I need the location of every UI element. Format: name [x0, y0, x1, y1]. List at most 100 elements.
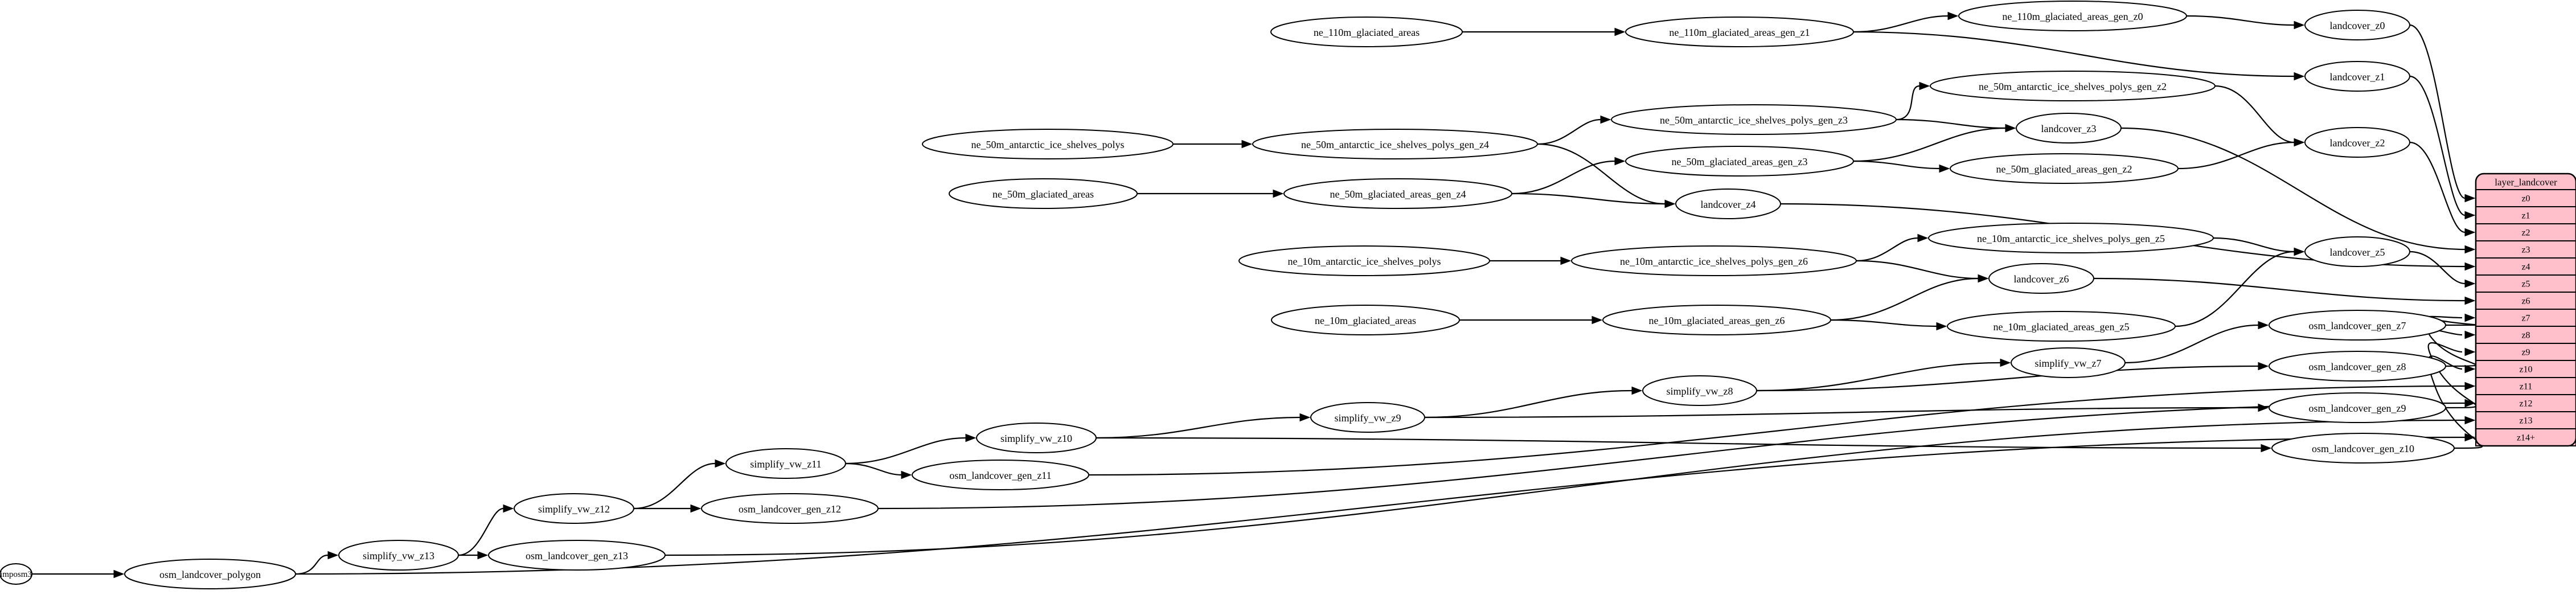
layer-table-row-z11[interactable]	[2475, 377, 2576, 395]
node-ne_10m_antarctic_ice_shelves_polys[interactable]	[1238, 245, 1490, 276]
node-landcover_z5[interactable]	[2304, 236, 2410, 267]
edge-arrowhead	[1631, 386, 1643, 395]
edge-ne_10m_antarctic_ice_shelves_polys_gen_z5-to-landcover_z5	[2213, 237, 2295, 253]
layer-table-row-label: z0	[2521, 194, 2530, 204]
node-label-ne_50m_antarctic_ice_shelves_polys_gen_z4: ne_50m_antarctic_ice_shelves_polys_gen_z…	[1301, 139, 1489, 150]
node-simplify_vw_z9[interactable]	[1310, 402, 1425, 433]
layer-table-row-label: z14+	[2517, 433, 2535, 443]
node-label-landcover_z2: landcover_z2	[2330, 137, 2385, 149]
node-simplify_vw_z12[interactable]	[514, 493, 634, 524]
edge-arrowhead	[2464, 245, 2476, 254]
edge-arrowhead	[1299, 413, 1311, 422]
edge-landcover_z1-to-layer_landcover-z1	[2409, 75, 2466, 216]
edge-arrowhead	[2464, 262, 2476, 271]
node-ne_10m_antarctic_ice_shelves_polys_gen_z5[interactable]	[1928, 223, 2214, 253]
node-label-simplify_vw_z7: simplify_vw_z7	[2035, 358, 2102, 369]
node-landcover_z4[interactable]	[1675, 188, 1781, 219]
node-ne_110m_glaciated_areas_gen_z1[interactable]	[1625, 17, 1854, 47]
layer-table-row-label: z13	[2519, 416, 2532, 426]
layer-table-row-label: z11	[2520, 382, 2533, 392]
node-simplify_vw_z10[interactable]	[976, 423, 1097, 453]
edge-arrowhead	[327, 551, 339, 560]
node-label-simplify_vw_z11: simplify_vw_z11	[750, 458, 821, 470]
node-ne_110m_glaciated_areas[interactable]	[1270, 17, 1463, 47]
node-osm_landcover_gen_z13[interactable]	[488, 540, 666, 571]
layer-table-row-label: z6	[2521, 297, 2530, 306]
edge-arrowhead	[1560, 256, 1572, 265]
node-ne_50m_antarctic_ice_shelves_polys[interactable]	[922, 129, 1174, 159]
node-ne_110m_glaciated_areas_gen_z0[interactable]	[1958, 1, 2187, 31]
node-label-ne_50m_antarctic_ice_shelves_polys: ne_50m_antarctic_ice_shelves_polys	[971, 139, 1125, 150]
edge-ne_50m_antarctic_ice_shelves_polys_gen_z4-to-ne_50m_antarctic_ice_shelves_polys_gen_z3	[1537, 118, 1601, 145]
edge-arrowhead	[2294, 138, 2305, 147]
node-label-landcover_z3: landcover_z3	[2041, 123, 2097, 134]
node-label-landcover_z0: landcover_z0	[2330, 20, 2385, 31]
node-label-simplify_vw_z8: simplify_vw_z8	[1667, 386, 1733, 397]
node-osm_landcover_gen_z12[interactable]	[701, 493, 879, 524]
node-ne_50m_glaciated_areas_gen_z4[interactable]	[1283, 178, 1512, 209]
node-ne_50m_glaciated_areas_gen_z3[interactable]	[1625, 146, 1854, 177]
node-label-landcover_z4: landcover_z4	[1701, 199, 1756, 210]
edge-arrowhead	[1614, 157, 1626, 166]
node-label-ne_110m_glaciated_areas_gen_z1: ne_110m_glaciated_areas_gen_z1	[1669, 27, 1810, 38]
node-label-simplify_vw_z13: simplify_vw_z13	[363, 550, 434, 561]
edge-ne_110m_glaciated_areas_gen_z1-to-ne_110m_glaciated_areas_gen_z0	[1853, 15, 1949, 33]
edge-arrowhead	[2464, 194, 2476, 203]
node-simplify_vw_z11[interactable]	[725, 448, 846, 479]
edge-arrowhead	[2464, 364, 2476, 374]
node-ne_10m_glaciated_areas_gen_z5[interactable]	[1947, 311, 2176, 342]
node-ne_50m_antarctic_ice_shelves_polys_gen_z4[interactable]	[1252, 129, 1538, 159]
node-osm_landcover_gen_z10[interactable]	[2271, 433, 2455, 464]
edge-arrowhead	[2000, 358, 2011, 367]
edge-arrowhead	[2464, 211, 2476, 220]
edge-arrowhead	[1939, 164, 1950, 173]
node-landcover_z6[interactable]	[1988, 263, 2094, 294]
node-osm_landcover_gen_z11[interactable]	[912, 460, 1089, 490]
edge-simplify_vw_z8-to-osm_landcover_gen_z8	[1756, 365, 2259, 392]
node-ne_50m_glaciated_areas_gen_z2[interactable]	[1950, 153, 2179, 184]
node-simplify_vw_z13[interactable]	[338, 540, 459, 571]
node-label-simplify_vw_z10: simplify_vw_z10	[1000, 433, 1072, 444]
node-label-ne_10m_antarctic_ice_shelves_polys_gen_z6: ne_10m_antarctic_ice_shelves_polys_gen_z…	[1620, 256, 1808, 267]
edge-simplify_vw_z13-to-simplify_vw_z12	[458, 507, 504, 556]
node-ne_50m_glaciated_areas[interactable]	[949, 178, 1138, 209]
edge-ne_50m_antarctic_ice_shelves_polys_gen_z2-to-landcover_z2	[2214, 85, 2295, 143]
node-label-ne_50m_glaciated_areas_gen_z2: ne_50m_glaciated_areas_gen_z2	[1996, 163, 2132, 175]
node-ne_10m_glaciated_areas[interactable]	[1271, 305, 1460, 335]
edge-arrowhead	[2258, 321, 2269, 330]
node-landcover_z1[interactable]	[2304, 61, 2410, 92]
edge-ne_10m_antarctic_ice_shelves_polys_gen_z6-to-landcover_z6	[1856, 260, 1979, 280]
node-label-imposm3: imposm3	[0, 570, 32, 579]
node-simplify_vw_z7[interactable]	[2011, 347, 2126, 378]
node-simplify_vw_z8[interactable]	[1642, 375, 1757, 406]
node-osm_landcover_gen_z9[interactable]	[2269, 392, 2446, 423]
edge-osm_landcover_gen_z13-to-layer_landcover-z13	[664, 419, 2466, 556]
node-osm_landcover_gen_z8[interactable]	[2269, 351, 2446, 382]
edge-simplify_vw_z11-to-simplify_vw_z10	[845, 437, 966, 465]
node-imposm3[interactable]	[0, 563, 32, 585]
edge-ne_50m_antarctic_ice_shelves_polys_gen_z3-to-ne_50m_antarctic_ice_shelves_polys_gen_z2	[1896, 85, 1920, 121]
node-osm_landcover_polygon[interactable]	[124, 559, 296, 589]
edge-arrowhead	[690, 504, 702, 513]
node-ne_10m_antarctic_ice_shelves_polys_gen_z6[interactable]	[1571, 245, 1857, 276]
edge-arrowhead	[503, 504, 514, 513]
layer-table-row-label: z12	[2519, 399, 2532, 409]
node-label-simplify_vw_z9: simplify_vw_z9	[1335, 412, 1401, 424]
node-ne_10m_glaciated_areas_gen_z6[interactable]	[1602, 305, 1831, 335]
layer-table-row-z10[interactable]	[2475, 360, 2576, 378]
edge-arrowhead	[1919, 81, 1930, 91]
edge-landcover_z2-to-layer_landcover-z2	[2409, 141, 2466, 233]
node-label-landcover_z1: landcover_z1	[2330, 71, 2385, 83]
node-landcover_z3[interactable]	[2016, 113, 2122, 143]
edge-simplify_vw_z10-to-osm_landcover_gen_z10	[1096, 437, 2262, 449]
node-landcover_z2[interactable]	[2304, 127, 2410, 158]
node-ne_50m_antarctic_ice_shelves_polys_gen_z3[interactable]	[1611, 104, 1897, 135]
node-landcover_z0[interactable]	[2304, 10, 2410, 40]
edge-simplify_vw_z9-to-simplify_vw_z8	[1424, 389, 1632, 419]
edge-arrowhead	[2294, 72, 2305, 81]
node-ne_50m_antarctic_ice_shelves_polys_gen_z2[interactable]	[1930, 71, 2216, 101]
layer-table-row-z7[interactable]	[2475, 309, 2576, 327]
edge-arrowhead	[2464, 279, 2476, 288]
node-osm_landcover_gen_z7[interactable]	[2269, 310, 2446, 341]
